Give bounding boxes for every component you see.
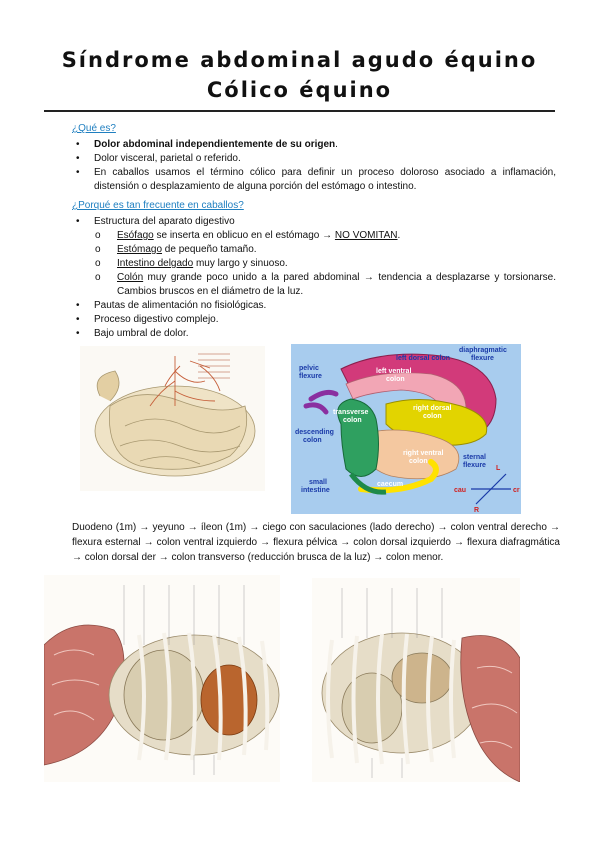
direction-r: R — [474, 507, 479, 514]
label-right-ventral-colon: right ventral — [403, 450, 444, 457]
right-lateral-anatomy-illustration — [312, 578, 520, 782]
sublist: Esófago se inserta en oblicuo en el estó… — [94, 229, 556, 299]
sub-item-esofago: Esófago se inserta en oblicuo en el estó… — [94, 229, 556, 243]
svg-text:colon: colon — [386, 376, 405, 383]
section1-list: Dolor abdominal independientemente de su… — [72, 138, 556, 194]
title-underline — [44, 110, 555, 112]
page-subtitle: Cólico équino — [206, 78, 393, 102]
label-small-intestine: small — [309, 479, 327, 486]
sub-item-intestino: Intestino delgado muy largo y sinuoso. — [94, 257, 556, 271]
left-lateral-anatomy-illustration — [44, 575, 280, 782]
svg-text:colon: colon — [423, 413, 442, 420]
list-item: Dolor abdominal independientemente de su… — [72, 138, 556, 152]
svg-text:colon: colon — [409, 458, 428, 465]
list-item: Proceso digestivo complejo. — [72, 313, 556, 327]
label-descending-colon: descending — [295, 429, 334, 436]
list-item: Pautas de alimentación no fisiológicas. — [72, 299, 556, 313]
sub-item-estomago: Estómago de pequeño tamaño. — [94, 243, 556, 257]
intestine-anatomy-illustration — [80, 346, 265, 491]
svg-text:colon: colon — [343, 417, 362, 424]
section-heading-que-es: ¿Qué es? — [72, 123, 116, 134]
svg-text:flexure: flexure — [471, 355, 494, 362]
svg-text:flexure: flexure — [299, 373, 322, 380]
sub-item-colon: Colón muy grande poco unido a la pared a… — [94, 271, 556, 299]
label-sternal-flexure: sternal — [463, 454, 486, 461]
list-item: En caballos usamos el término cólico par… — [72, 166, 556, 194]
direction-l: L — [496, 465, 501, 472]
label-right-dorsal-colon: right dorsal — [413, 405, 452, 412]
colon-diagram: left dorsal colon diaphragmatic flexure … — [291, 344, 521, 514]
svg-text:flexure: flexure — [463, 462, 486, 469]
label-transverse-colon: transverse — [333, 409, 369, 416]
digestive-route-paragraph: Duodeno (1m) → yeyuno → íleon (1m) → cie… — [72, 522, 560, 563]
direction-cr: cr — [513, 487, 520, 494]
direction-cau: cau — [454, 487, 466, 494]
svg-text:intestine: intestine — [301, 487, 330, 494]
list-item: Estructura del aparato digestivo Esófago… — [72, 215, 556, 299]
label-diaphragmatic-flexure: diaphragmatic — [459, 347, 507, 354]
list-item: Bajo umbral de dolor. — [72, 327, 556, 341]
page-title: Síndrome abdominal agudo équino — [61, 48, 538, 72]
label-left-ventral-colon: left ventral — [376, 368, 411, 375]
section-heading-porque: ¿Porqué es tan frecuente en caballos? — [72, 200, 244, 211]
list-item: Dolor visceral, parietal o referido. — [72, 152, 556, 166]
svg-text:colon: colon — [303, 437, 322, 444]
section2-list: Estructura del aparato digestivo Esófago… — [72, 215, 556, 341]
label-left-dorsal-colon: left dorsal colon — [396, 355, 450, 362]
label-caecum: caecum — [377, 481, 403, 488]
label-pelvic-flexure: pelvic — [299, 365, 319, 372]
